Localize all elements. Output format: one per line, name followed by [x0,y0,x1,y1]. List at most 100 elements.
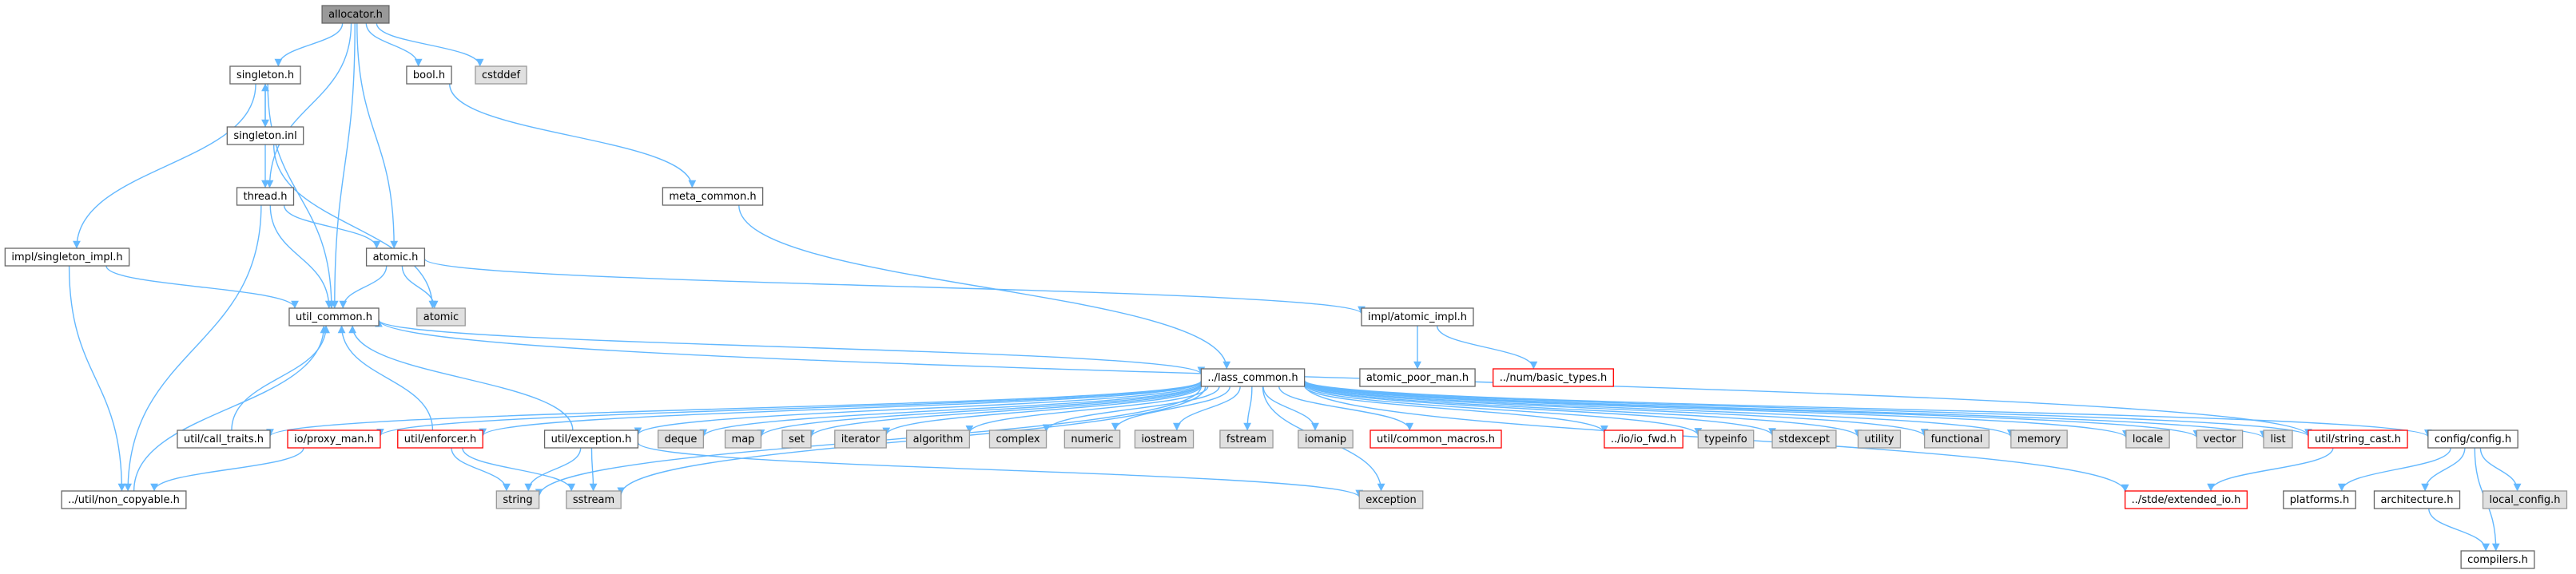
node-label: util/enforcer.h [404,433,476,445]
node-label: functional [1931,433,1983,445]
edge-architecture-to-compilers [2428,508,2491,552]
node-algorithm[interactable]: algorithm [905,430,971,449]
node-architecture[interactable]: architecture.h [2373,490,2461,509]
node-typeinfo[interactable]: typeinfo [1697,430,1755,449]
node-map[interactable]: map [724,430,762,449]
node-functional[interactable]: functional [1924,430,1990,449]
node-exception[interactable]: exception [1358,490,1424,509]
node-numeric[interactable]: numeric [1063,430,1121,449]
node-singleton-impl[interactable]: impl/singleton_impl.h [4,247,130,267]
node-box [1219,430,1274,449]
edge-config-to-local-config [2479,447,2522,492]
node-box [1358,490,1424,509]
node-allocator[interactable]: allocator.h [321,5,390,24]
node-label: locale [2133,433,2163,445]
edge-exception-h-to-exception [637,441,1363,498]
node-label: compilers.h [2467,554,2528,566]
edge-lass-common-to-stdexcept [1303,382,1776,437]
edge-lass-common-to-functional [1303,382,1929,437]
node-iomanip[interactable]: iomanip [1298,430,1354,449]
node-iterator[interactable]: iterator [834,430,887,449]
node-label: sstream [573,494,614,506]
node-box [662,187,764,206]
node-set[interactable]: set [781,430,812,449]
edge-atomic-h-to-atomic-impl [423,258,1366,315]
node-platforms[interactable]: platforms.h [2283,490,2356,509]
node-proxy-man[interactable]: io/proxy_man.h [287,430,381,449]
edge-exception-h-to-sstream [589,447,598,492]
node-label: string [503,494,532,506]
node-label: util/string_cast.h [2315,433,2401,445]
node-iostream[interactable]: iostream [1134,430,1195,449]
node-memory[interactable]: memory [2010,430,2068,449]
node-box [321,5,390,24]
node-atomic-impl[interactable]: impl/atomic_impl.h [1361,307,1474,327]
node-box [365,247,426,267]
node-sstream[interactable]: sstream [566,490,622,509]
node-singleton-inl[interactable]: singleton.inl [226,126,304,145]
edge-lass-common-to-locale [1303,380,2130,438]
edge-lass-common-to-enforcer [479,381,1203,437]
edge-allocator-to-singleton [274,22,344,67]
node-utility[interactable]: utility [1857,430,1902,449]
node-enforcer[interactable]: util/enforcer.h [397,430,483,449]
node-atomic-poor[interactable]: atomic_poor_man.h [1359,368,1476,387]
node-lass-common[interactable]: ../lass_common.h [1200,368,1306,387]
node-config[interactable]: config/config.h [2427,430,2518,449]
node-cstddef[interactable]: cstddef [475,65,527,85]
node-list[interactable]: list [2263,430,2293,449]
node-call-traits[interactable]: util/call_traits.h [177,430,271,449]
node-local-config[interactable]: local_config.h [2482,490,2568,509]
node-box [1857,430,1902,449]
node-box [1361,307,1474,327]
node-basic-types[interactable]: ../num/basic_types.h [1493,368,1614,387]
edge-lass-common-to-deque [699,382,1203,437]
node-label: atomic.h [373,251,419,263]
node-label: util/exception.h [551,433,632,445]
node-meta-common[interactable]: meta_common.h [662,187,764,206]
node-box [1134,430,1195,449]
node-util-common[interactable]: util_common.h [288,307,380,327]
edge-atomic-impl-to-basic-types [1436,325,1538,370]
node-box [2308,430,2408,449]
node-deque[interactable]: deque [657,430,705,449]
edge-allocator-to-thread [265,22,352,188]
node-box [724,430,762,449]
node-vector[interactable]: vector [2196,430,2244,449]
node-box [1924,430,1990,449]
node-box [406,65,452,85]
node-bool[interactable]: bool.h [406,65,452,85]
node-label: impl/atomic_impl.h [1368,311,1467,323]
node-atomic[interactable]: atomic [416,307,466,327]
node-exception-h[interactable]: util/exception.h [543,430,639,449]
node-box [236,187,295,206]
node-box [1604,430,1684,449]
node-string-cast[interactable]: util/string_cast.h [2308,430,2408,449]
node-box [1771,430,1837,449]
node-locale[interactable]: locale [2125,430,2170,449]
node-label: complex [996,433,1040,445]
node-complex[interactable]: complex [988,430,1047,449]
edge-allocator-to-atomic-h [356,22,399,249]
node-label: iomanip [1305,433,1346,445]
node-atomic-h[interactable]: atomic.h [365,247,426,267]
node-non-copyable[interactable]: ../util/non_copyable.h [61,490,187,509]
node-label: deque [665,433,698,445]
node-string[interactable]: string [495,490,540,509]
node-thread[interactable]: thread.h [236,187,295,206]
node-io-fwd[interactable]: ../io/io_fwd.h [1604,430,1684,449]
node-box [905,430,971,449]
node-label: vector [2203,433,2236,445]
node-stdexcept[interactable]: stdexcept [1771,430,1837,449]
node-singleton[interactable]: singleton.h [229,65,301,85]
node-label: architecture.h [2380,494,2453,506]
node-extended-io[interactable]: ../stde/extended_io.h [2125,490,2248,509]
node-box [2196,430,2244,449]
edge-lass-common-to-config [1303,379,2432,437]
edge-exception-h-to-string [524,447,582,492]
node-common-macros[interactable]: util/common_macros.h [1369,430,1502,449]
node-compilers[interactable]: compilers.h [2460,550,2535,569]
node-label: singleton.inl [233,130,296,142]
node-fstream[interactable]: fstream [1219,430,1274,449]
node-box [834,430,887,449]
